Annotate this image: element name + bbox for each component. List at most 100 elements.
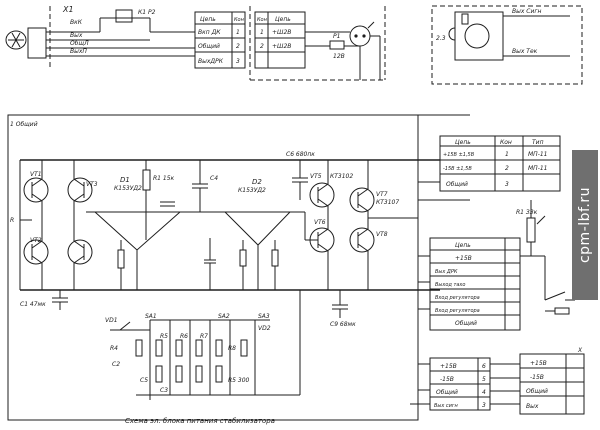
table-bottom-row3: Общий (436, 389, 458, 396)
d1-label: D1 (120, 176, 130, 184)
table-right-header-1: Цепь (455, 139, 471, 146)
capacitor-c4: C4 (192, 160, 218, 290)
switch-right (544, 291, 575, 315)
table-bottom2-designator: X (577, 347, 583, 354)
table-bottom2-row2: -15В (530, 374, 544, 381)
connector-table-output: +15В -15В Общий Вых X (519, 347, 585, 415)
table-bottom-row1-pin: 6 (482, 363, 486, 370)
transistor-group-output: VT5 КТ3102 VT7 КТ3107 VT6 VT8 (304, 160, 418, 290)
table-mid-row3: Выход тахо (435, 282, 465, 288)
r-e-label: R8 (228, 345, 236, 352)
table-bottom-row1: +15В (440, 363, 457, 370)
table-bottom-row4: Вых сигн (434, 403, 459, 409)
watermark-text: cpm-lbf.ru (577, 186, 594, 264)
capacitor-c1: C1 47мк (20, 290, 68, 310)
r-b-label: R5 (160, 333, 168, 340)
d2-type: К153УД2 (238, 187, 266, 194)
watermark-badge: cpm-lbf.ru (572, 150, 598, 300)
sa1-label: SA1 (145, 313, 157, 320)
fuse-label: P1 (333, 33, 340, 40)
vt6-label: VT6 (314, 219, 326, 226)
table-top2-row2-pin: 2 (260, 43, 264, 50)
vt1-label: VT1 (30, 171, 42, 178)
table-top2-row2-circuit: +Ш2В (272, 43, 291, 50)
connector-table-power: Цепь Кон Тип +15В ±1,5В 1 МП-11 -15В ±1,… (439, 135, 561, 192)
fuse-value: 12В (333, 53, 345, 60)
vt5-label: VT5 (310, 173, 322, 180)
table-mid-row4: Вход регулятора (435, 295, 480, 301)
c-c-label: C5 (140, 377, 148, 384)
switch-bank-bottom: SA1 SA2 SA3 R4 R5 R6 R7 R8 C2 C3 C5 R5 3… (105, 290, 301, 400)
table-right-row2-3: МП-11 (528, 165, 548, 172)
r-d-label: R7 (200, 333, 208, 340)
connector-x1-item-1: ВкК (70, 19, 83, 26)
table-mid-row6: Общий (455, 320, 477, 327)
table-bottom2-row1: +15В (530, 360, 547, 367)
table-bottom2-row3: Общий (526, 388, 548, 395)
relay-label: К1 Р2 (138, 9, 156, 16)
table-top-row3-pin: 3 (236, 58, 240, 65)
r-right-label: R1 ЗЗк (516, 209, 538, 216)
table-bottom-row2-pin: 5 (482, 376, 486, 383)
r-a-label: R4 (110, 345, 118, 352)
table-right-row1-2: 1 (505, 151, 509, 158)
table-top-row2-pin: 2 (236, 43, 240, 50)
c-left-label: C1 47мк (20, 301, 46, 308)
board-frame (7, 114, 419, 421)
table-bottom-row3-pin: 4 (482, 389, 486, 396)
ground-label: 1 Общий (10, 121, 38, 128)
vt8-label: VT8 (376, 231, 388, 238)
c-a-label: C2 (112, 361, 120, 368)
potentiometer-block: 2.3 Вых Сигн Вых Тек (431, 5, 583, 85)
c-b-label: C3 (160, 387, 168, 394)
table-top-row1-pin: 1 (236, 29, 240, 36)
vt2-label: VT2 (30, 237, 42, 244)
pot-label: 2.3 (436, 35, 446, 42)
table-top-row1-circuit: Вкп ДК (198, 29, 221, 36)
c4-label: C4 (210, 175, 218, 182)
table-bottom-row2: -15В (440, 376, 454, 383)
table-bottom-row4-pin: 3 (482, 402, 486, 409)
connector-x1-item-4: ВыхП (70, 48, 87, 55)
capacitor-c9: C9 68мк (330, 290, 356, 328)
table-top-row2-circuit: Общий (198, 43, 220, 50)
table-mid-header: Цепь (455, 242, 471, 249)
table-right-row1-3: МП-11 (528, 151, 548, 158)
sa2-label: SA2 (218, 313, 230, 320)
c-bot-label: C9 68мк (330, 321, 356, 328)
vt7-label: VT7 (376, 191, 388, 198)
table-right-row2-2: 2 (505, 165, 509, 172)
vt3-label: VT3 (86, 181, 98, 188)
op-amp-d1: D1 К153УД2 R1 15к (86, 160, 192, 290)
vt5-type: КТ3102 (330, 173, 353, 180)
resistor-right: R1 ЗЗк (516, 200, 546, 256)
vt7-type: КТ3107 (376, 199, 399, 206)
d1-type: К153УД2 (114, 185, 142, 192)
table-right-row3-2: 3 (505, 181, 509, 188)
table-bottom2-row4: Вых (526, 403, 539, 410)
table-right-row1-1: +15В ±1,5В (443, 152, 475, 158)
table-right-header-2: Кон (500, 139, 512, 146)
table-top-header-circuit: Цепь (200, 16, 216, 23)
table-top-row3-circuit: ВыхДРК (198, 58, 224, 65)
connector-block-x2: Кон Цепь 1 +Ш2В 2 +Ш2В P1 12В (249, 6, 386, 81)
table-right-header-3: Тип (532, 139, 544, 146)
vd2-label: VD2 (258, 325, 271, 332)
connector-table-signals: Цепь +15В Вых ДРК Выход тахо Вход регуля… (429, 237, 521, 331)
table-top2-row1-circuit: +Ш2В (272, 29, 291, 36)
c-top-label: C6 680пк (286, 151, 315, 158)
table-top-header-pin: Кон (234, 17, 245, 23)
transistor-group-left: VT1 VT2 VT3 R (10, 160, 98, 290)
d2-label: D2 (252, 178, 262, 186)
table-right-row3-1: Общий (446, 181, 468, 188)
pot-wire-2: Вых Тек (512, 48, 538, 55)
connector-x1-item-3: ОбщЛ (70, 40, 89, 47)
capacitor-c6: C6 680пк (286, 151, 315, 200)
connector-table-bottom: +15В 6 -15В 5 Общий 4 Вых сигн 3 (429, 357, 491, 411)
vd1-label: VD1 (105, 317, 118, 324)
connector-block-x1: X1 ВкК Вых ОбщЛ ВыхП К1 Р2 (5, 5, 195, 70)
table-top2-header-circuit: Цепь (275, 16, 291, 23)
connector-x1-item-2: Вых (70, 32, 83, 39)
connector-table-x1: Цепь Кон Вкп ДК 1 Общий 2 ВыхДРК 3 (194, 11, 246, 69)
